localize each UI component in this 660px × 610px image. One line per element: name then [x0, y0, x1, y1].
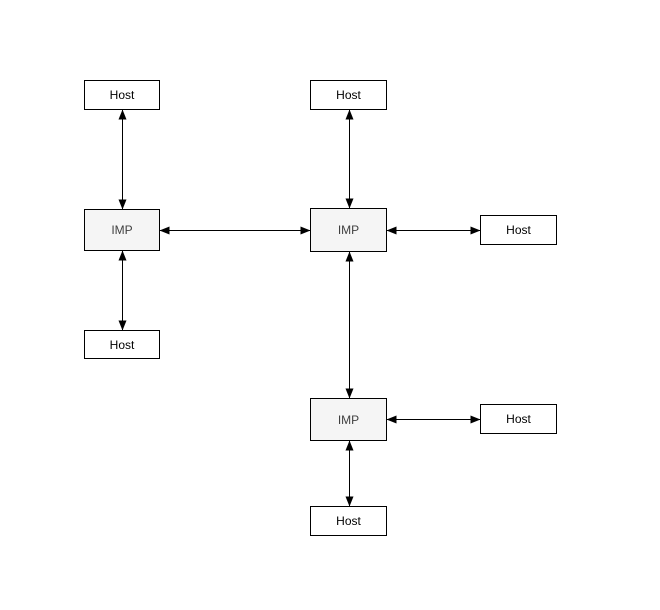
node-host-right-top: Host	[480, 215, 557, 245]
node-imp-left: IMP	[84, 209, 160, 251]
host-label: Host	[109, 88, 135, 102]
node-imp-bottom: IMP	[310, 398, 387, 441]
host-label: Host	[336, 88, 361, 102]
node-host-bottom: Host	[310, 506, 387, 536]
imp-label: IMP	[337, 223, 360, 237]
node-host-right-bottom: Host	[480, 404, 557, 434]
node-host-bottom-left: Host	[84, 330, 160, 359]
host-label: Host	[336, 514, 361, 528]
host-label: Host	[109, 337, 135, 352]
imp-label: IMP	[111, 223, 133, 237]
node-imp-middle: IMP	[310, 208, 387, 252]
node-host-top-left: Host	[84, 80, 160, 110]
host-label: Host	[506, 412, 531, 426]
host-label: Host	[506, 223, 531, 237]
node-host-top-middle: Host	[310, 80, 387, 110]
imp-label: IMP	[337, 412, 360, 427]
